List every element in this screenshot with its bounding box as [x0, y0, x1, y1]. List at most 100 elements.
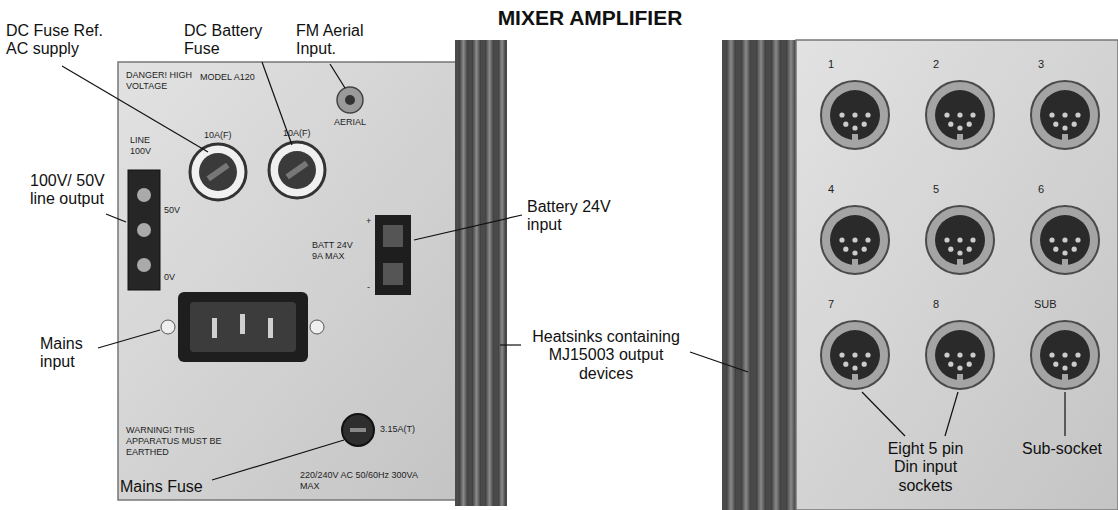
mains-inlet-recess: [190, 302, 296, 352]
socket-body: [1040, 90, 1090, 140]
heatsink-fin: [459, 40, 468, 506]
socket-pin: [1053, 122, 1058, 127]
socket-flange: [926, 81, 994, 149]
mounting-screw: [161, 320, 175, 334]
socket-key: [852, 259, 858, 266]
socket-pin: [948, 247, 953, 252]
heatsink-fin: [741, 40, 751, 510]
socket-flange: [821, 321, 889, 389]
socket-key: [957, 374, 963, 381]
din-socket: [821, 321, 889, 389]
socket-number: 2: [933, 58, 939, 71]
mounting-screw: [310, 320, 324, 334]
input-panel: [796, 40, 1118, 510]
socket-pin: [957, 237, 962, 242]
panel-marking: 50V: [164, 205, 180, 216]
socket-pin: [1062, 125, 1067, 130]
socket-number: 1: [828, 58, 834, 71]
socket-pin: [957, 125, 962, 130]
panel-marking: LINE 100V: [130, 135, 170, 157]
socket-pin: [957, 352, 962, 357]
socket-pin: [970, 237, 975, 242]
din-socket: [926, 81, 994, 149]
panel-marking: 3.15A(T): [380, 424, 415, 435]
socket-pin: [1062, 352, 1067, 357]
socket-pin: [852, 237, 857, 242]
socket-key: [957, 134, 963, 141]
mains-fuse: [342, 414, 374, 446]
fuse-holder: [269, 142, 325, 198]
socket-pin: [957, 250, 962, 255]
socket-pin: [1072, 247, 1077, 252]
socket-key: [852, 134, 858, 141]
heatsink-fin: [485, 40, 494, 506]
socket-pin: [948, 122, 953, 127]
panel-marking: 10A(F): [204, 130, 232, 141]
leader-line: [98, 330, 160, 348]
socket-pin: [970, 112, 975, 117]
callout-label: Sub-socket: [1022, 440, 1114, 458]
socket-number: 6: [1038, 183, 1044, 196]
heatsink-fin: [726, 40, 736, 510]
fuse-cap: [278, 151, 316, 189]
socket-pin: [839, 237, 844, 242]
socket-pin: [865, 237, 870, 242]
panel-marking: -: [367, 282, 370, 293]
terminal-screw: [137, 223, 151, 237]
socket-pin: [1075, 237, 1080, 242]
socket-body: [1040, 330, 1090, 380]
socket-flange: [821, 81, 889, 149]
heatsink-fin: [498, 40, 506, 506]
callout-label: Heatsinks containing MJ15003 output devi…: [525, 328, 687, 383]
fuse-cap: [199, 153, 237, 191]
socket-number: SUB: [1034, 298, 1057, 311]
heatsink-fin: [472, 40, 481, 506]
heatsink-fin: [771, 40, 781, 510]
socket-number: 5: [933, 183, 939, 196]
callout-label: Eight 5 pin Din input sockets: [878, 440, 973, 495]
leader-line: [945, 392, 958, 436]
socket-pin: [1075, 352, 1080, 357]
socket-number: 8: [933, 298, 939, 311]
socket-number: 7: [828, 298, 834, 311]
leader-line: [106, 214, 126, 222]
leader-line: [500, 344, 521, 345]
socket-pin: [852, 112, 857, 117]
callout-label: DC Battery Fuse: [184, 22, 274, 59]
socket-pin: [1062, 237, 1067, 242]
panel-marking: MODEL A120: [200, 72, 255, 83]
din-socket: [1031, 206, 1099, 274]
callout-label: DC Fuse Ref. AC supply: [6, 22, 118, 59]
panel-marking: 220/240V AC 50/60Hz 300VA MAX: [300, 470, 420, 492]
socket-body: [830, 215, 880, 265]
socket-pin: [1049, 112, 1054, 117]
socket-pin: [970, 352, 975, 357]
callout-label: 100V/ 50V line output: [30, 172, 105, 209]
din-sockets: [821, 81, 1099, 389]
socket-flange: [1031, 206, 1099, 274]
socket-pin: [957, 112, 962, 117]
callout-label: Mains input: [40, 335, 98, 372]
connector-pin: [383, 263, 403, 285]
terminal-screw: [137, 258, 151, 272]
fuse-slot: [350, 428, 366, 432]
heatsink: [455, 40, 507, 506]
din-socket: [821, 206, 889, 274]
socket-pin: [1062, 112, 1067, 117]
socket-pin: [1075, 112, 1080, 117]
socket-pin: [852, 352, 857, 357]
socket-number: 4: [828, 183, 834, 196]
terminal-block: [128, 170, 160, 290]
din-socket: [1031, 81, 1099, 149]
socket-pin: [967, 247, 972, 252]
title: MIXER AMPLIFIER: [440, 6, 740, 30]
socket-pin: [839, 112, 844, 117]
din-socket: [926, 206, 994, 274]
heatsink: [722, 40, 797, 510]
inlet-pin: [212, 318, 217, 338]
socket-body: [935, 90, 985, 140]
socket-pin: [1062, 250, 1067, 255]
callout-label: Mains Fuse: [120, 478, 220, 496]
socket-flange: [1031, 81, 1099, 149]
socket-pin: [948, 362, 953, 367]
